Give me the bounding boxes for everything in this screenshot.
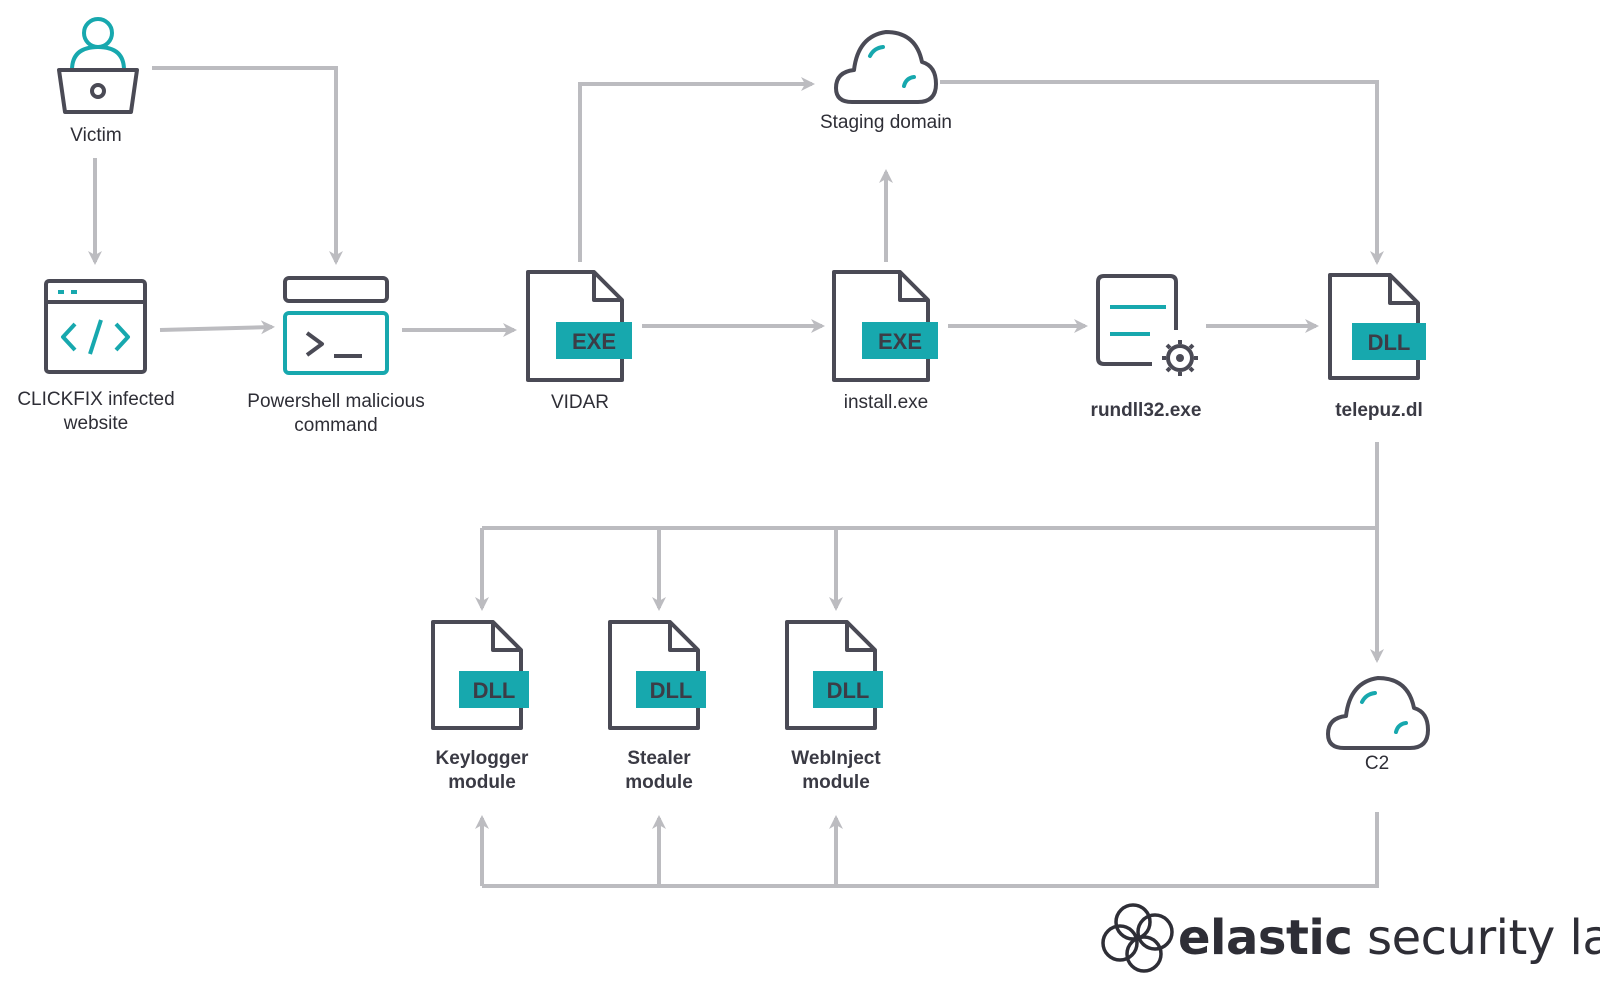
elastic-logo-icon	[1101, 903, 1174, 973]
cloud-icon	[834, 30, 938, 104]
clickfix-label-line2: website	[63, 413, 129, 434]
webinject-label-line1: WebInject	[791, 748, 881, 769]
arrow-clickfix-to-powershell	[159, 320, 275, 335]
vidar-badge: EXE	[572, 329, 616, 354]
clickfix-label: CLICKFIX infected website	[0, 388, 192, 436]
keylogger-badge: DLL	[473, 678, 516, 703]
telepuz-badge: DLL	[1368, 330, 1411, 355]
keylogger-label-line2: module	[448, 772, 516, 793]
arrow-victim-to-powershell	[152, 66, 343, 265]
dll-file-icon: DLL	[608, 620, 706, 730]
powershell-label-line1: Powershell malicious	[247, 391, 425, 412]
keylogger-label-line1: Keylogger	[435, 748, 529, 769]
user-laptop-icon	[57, 17, 139, 114]
victim-label: Victim	[70, 125, 122, 146]
brand-security-labs: security labs	[1367, 910, 1600, 966]
dll-file-icon: DLL	[785, 620, 883, 730]
webinject-label-line2: module	[802, 772, 870, 793]
stealer-badge: DLL	[650, 678, 693, 703]
stealer-label-line1: Stealer	[627, 748, 691, 769]
exe-file-icon: EXE	[526, 270, 632, 382]
install-badge: EXE	[878, 329, 922, 354]
dll-file-icon: DLL	[431, 620, 529, 730]
stealer-label: Stealer module	[599, 747, 719, 795]
c2-label: C2	[1364, 753, 1390, 774]
powershell-label-line2: command	[294, 415, 378, 436]
connector-telepuz-bus	[482, 442, 1379, 530]
keylogger-label: Keylogger module	[422, 747, 542, 795]
stealer-label-line2: module	[625, 772, 693, 793]
brand-wordmark: elastic security labs	[1178, 910, 1600, 966]
install-label: install.exe	[843, 392, 929, 413]
arrow-vidar-to-staging	[578, 77, 815, 262]
telepuz-label: telepuz.dl	[1335, 400, 1423, 421]
document-gear-icon	[1096, 274, 1198, 376]
rundll-label: rundll32.exe	[1090, 400, 1202, 421]
connector-c2-bus	[482, 812, 1379, 888]
staging-label: Staging domain	[819, 112, 953, 133]
powershell-label: Powershell malicious command	[232, 390, 440, 438]
cloud-icon	[1326, 676, 1430, 750]
clickfix-label-line1: CLICKFIX infected	[17, 389, 175, 410]
dll-file-icon: DLL	[1328, 273, 1426, 380]
brand-elastic: elastic	[1178, 910, 1353, 966]
webinject-badge: DLL	[827, 678, 870, 703]
vidar-label: VIDAR	[550, 392, 610, 413]
browser-code-icon	[44, 279, 147, 374]
webinject-label: WebInject module	[776, 747, 896, 795]
arrow-staging-to-telepuz	[940, 80, 1384, 265]
terminal-icon	[283, 276, 389, 375]
exe-file-icon: EXE	[832, 270, 938, 382]
